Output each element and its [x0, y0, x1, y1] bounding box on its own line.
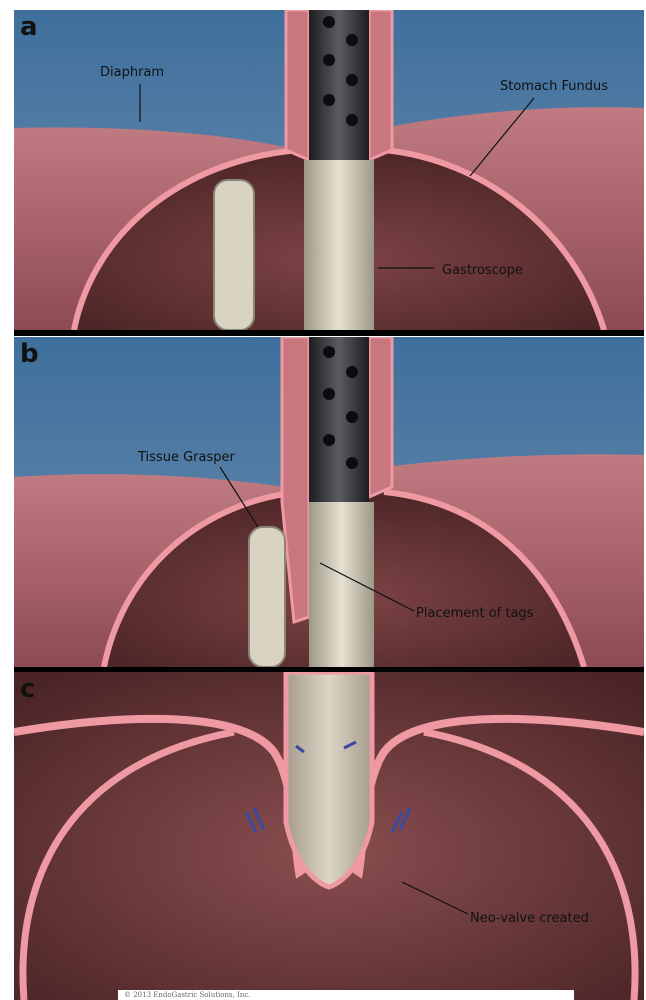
panel-b-drawing: Tissue Grasper Placement of tags	[14, 337, 644, 667]
gastroscope-body	[309, 502, 374, 667]
panel-c-letter: c	[20, 674, 35, 704]
label-diaphram: Diaphram	[100, 65, 164, 80]
panel-a-illustration: Diaphram Stomach Fundus Gastroscope a	[14, 10, 644, 330]
panel-c-illustration: Neo-valve created c	[14, 672, 644, 1000]
esophageal-tube	[286, 672, 372, 887]
panel-b-letter: b	[20, 339, 39, 369]
gastroscope-body	[304, 160, 374, 330]
panel-separator	[14, 330, 644, 336]
label-placement-of-tags: Placement of tags	[416, 606, 534, 621]
panel-a-drawing: Diaphram Stomach Fundus Gastroscope	[14, 10, 644, 330]
label-stomach-fundus: Stomach Fundus	[500, 79, 608, 94]
tissue-grasper-device	[249, 527, 285, 667]
copyright-notice: © 2013 EndoGastric Solutions, Inc.	[118, 990, 574, 1000]
gastroscope-dark-section	[309, 337, 369, 502]
tissue-grasper-device	[214, 180, 254, 330]
label-tissue-grasper: Tissue Grasper	[137, 450, 235, 465]
label-gastroscope: Gastroscope	[442, 263, 523, 278]
panel-a-letter: a	[20, 12, 38, 42]
label-neo-valve-created: Neo-valve created	[470, 911, 589, 926]
panel-b-illustration: Tissue Grasper Placement of tags b	[14, 337, 644, 667]
panel-c-drawing: Neo-valve created	[14, 672, 644, 1000]
gastroscope-dark-section	[309, 10, 369, 160]
